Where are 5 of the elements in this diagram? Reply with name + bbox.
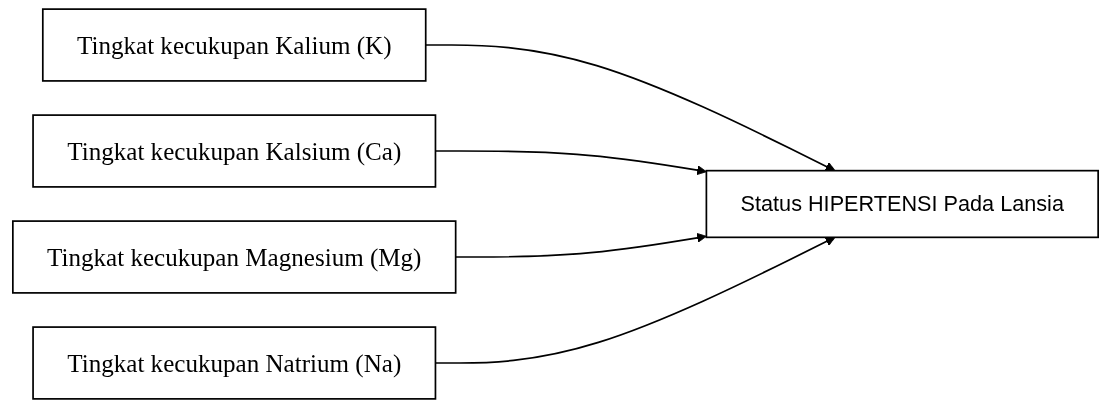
node-box: Status HIPERTENSI Pada Lansia <box>705 169 1099 239</box>
node-box: Tingkat kecukupan Natrium (Na) <box>32 326 437 400</box>
node-box: Tingkat kecukupan Kalium (K) <box>41 8 427 82</box>
node-box: Tingkat kecukupan Magnesium (Mg) <box>12 220 457 294</box>
node-box: Tingkat kecukupan Kalsium (Ca) <box>32 114 437 188</box>
